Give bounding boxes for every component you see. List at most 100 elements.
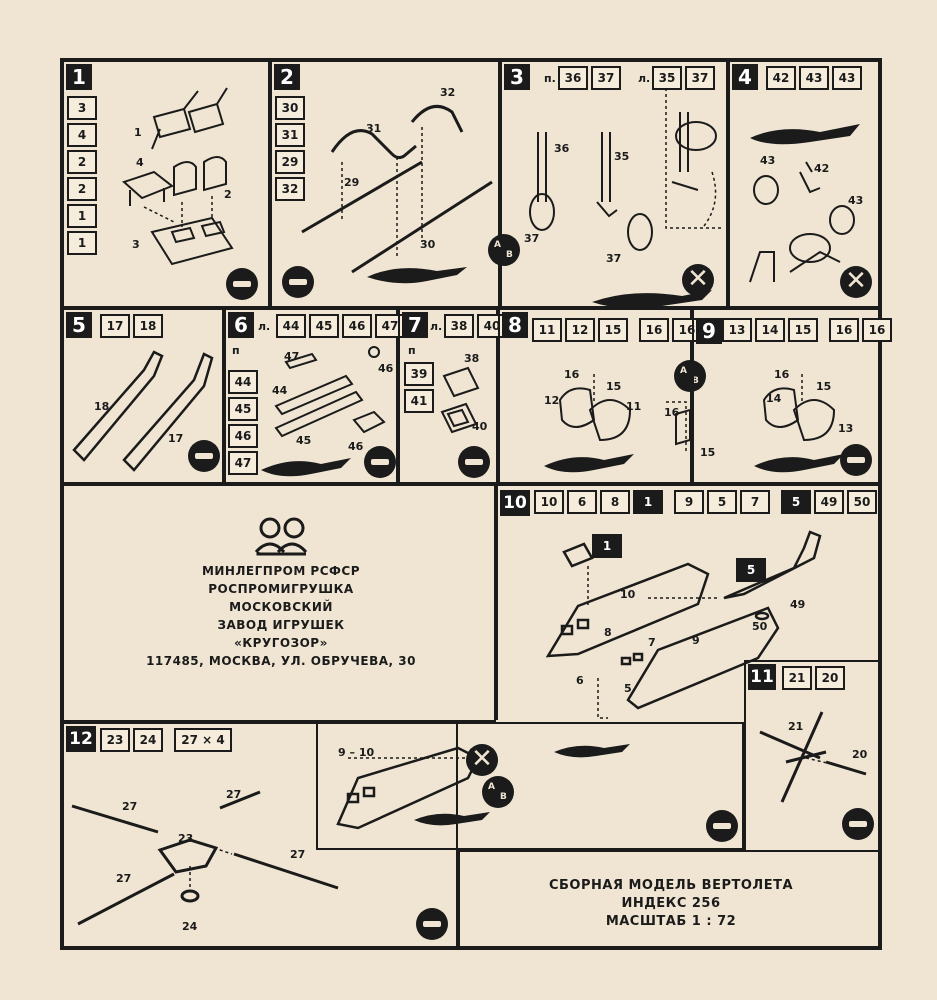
publisher-panel: МИНЛЕГПРОМ РСФСР РОСПРОМИГРУШКА МОСКОВСК… — [62, 484, 496, 722]
part-label: 27 — [290, 848, 306, 861]
part-chip: 7 — [740, 490, 770, 514]
part-chip: 27 × 4 — [174, 728, 232, 752]
part-label: 45 — [296, 434, 312, 447]
product-scale: МАСШТАБ 1 : 72 — [605, 914, 737, 929]
subassembly-label: 9 – 10 — [338, 746, 375, 759]
step-number: 1 — [66, 64, 92, 90]
publisher-line-1: МИНЛЕГПРОМ РСФСР — [201, 564, 361, 578]
children-logo-icon — [254, 517, 308, 556]
step-5-panel: 5 17 18 18 17 — [62, 308, 224, 484]
step-12-panel: 12 23 24 27 × 4 27 27 23 27 27 24 — [62, 722, 458, 948]
part-label: 37 — [606, 252, 622, 265]
part-chip: 32 — [275, 177, 305, 201]
part-label: 10 — [620, 588, 636, 601]
part-chip: 23 — [100, 728, 130, 752]
parts-row: 21 20 — [782, 666, 845, 690]
part-chip: 43 — [799, 66, 829, 90]
stop-icon — [282, 266, 314, 298]
landing-skids-drawing — [301, 104, 493, 284]
side-prefix: л. — [258, 320, 271, 333]
part-chip: 42 — [766, 66, 796, 90]
parts-row: 10 6 8 1 9 5 7 5 49 50 — [534, 490, 877, 514]
parts-row: 36 37 — [558, 66, 621, 90]
publisher-line-5: «КРУГОЗОР» — [234, 636, 328, 650]
step-3-panel: 3 п. 36 37 л. 35 37 36 35 37 37 А В — [488, 60, 728, 308]
part-chip: 2 — [67, 150, 97, 174]
part-chip: 29 — [275, 150, 305, 174]
parts-column: 30 31 29 32 — [275, 96, 305, 201]
stop-icon — [842, 808, 874, 840]
part-chip: 5 — [707, 490, 737, 514]
stop-icon — [840, 444, 872, 476]
part-chip: 1 — [67, 231, 97, 255]
part-label: 27 — [116, 872, 132, 885]
part-chip: 35 — [652, 66, 682, 90]
part-chip: 21 — [782, 666, 812, 690]
part-label: 17 — [168, 432, 184, 445]
part-chip: 20 — [815, 666, 845, 690]
part-chip: 37 — [591, 66, 621, 90]
part-chip: 24 — [133, 728, 163, 752]
parts-row: 42 43 43 — [766, 66, 862, 90]
part-label: 11 — [626, 400, 642, 413]
part-label: 44 — [272, 384, 288, 397]
variant-ab-icon: А В — [674, 360, 706, 392]
part-label: 42 — [814, 162, 830, 175]
part-chip: 8 — [600, 490, 630, 514]
step-1-panel: 1 3 4 2 2 1 1 1 4 2 3 — [62, 60, 270, 308]
part-label: 1 — [134, 126, 142, 139]
stop-icon — [458, 446, 490, 478]
part-chip: 6 — [567, 490, 597, 514]
parts-row: 35 37 — [652, 66, 715, 90]
part-chip: 43 — [832, 66, 862, 90]
step-number: 3 — [504, 64, 530, 90]
stop-icon — [226, 268, 258, 300]
parts-column: 3 4 2 2 1 1 — [67, 96, 97, 255]
step-7-panel: 7 л. 38 40 п 39 41 38 40 — [398, 308, 507, 484]
side-prefix: л. — [638, 72, 651, 85]
subassembly-chip: 5 — [781, 490, 811, 514]
step-number: 6 — [228, 312, 254, 338]
step-11-panel: 11 21 20 21 20 — [744, 660, 880, 852]
main-rotor-drawing — [71, 790, 339, 926]
x-icon: ✕ — [466, 744, 498, 776]
part-label: 36 — [554, 142, 570, 155]
part-chip: 46 — [228, 424, 258, 448]
engine-drawing — [261, 346, 386, 477]
step-number: 5 — [66, 312, 92, 338]
step-4-panel: 4 42 43 43 43 42 43 ✕ — [728, 60, 880, 308]
windows-drawing — [440, 366, 480, 434]
outer-frame — [60, 58, 882, 950]
product-title: СБОРНАЯ МОДЕЛЬ ВЕРТОЛЕТА — [548, 878, 794, 893]
part-label: 16 — [564, 368, 580, 381]
side-prefix: п — [408, 344, 416, 357]
parts-column: 39 41 — [404, 362, 434, 413]
part-chip: 15 — [788, 318, 818, 342]
part-label: 3 — [132, 238, 140, 251]
variant-b: В — [692, 376, 699, 386]
part-chip: 30 — [275, 96, 305, 120]
part-label: 43 — [760, 154, 776, 167]
variant-ab-icon: А В — [488, 234, 520, 266]
x-icon: ✕ — [682, 264, 714, 296]
subassembly-tag: 1 — [592, 534, 622, 558]
part-label: 43 — [848, 194, 864, 207]
part-label: 38 — [464, 352, 480, 365]
part-chip: 2 — [67, 177, 97, 201]
step-number: 11 — [748, 664, 776, 690]
stabilizer-drawing — [72, 350, 214, 472]
part-chip: 45 — [309, 314, 339, 338]
part-chip: 46 — [342, 314, 372, 338]
part-chip: 4 — [67, 123, 97, 147]
part-chip: 47 — [375, 314, 405, 338]
variant-b: В — [506, 250, 513, 260]
tail-wheel-drawing — [749, 124, 860, 283]
part-label: 31 — [366, 122, 382, 135]
part-chip: 15 — [598, 318, 628, 342]
subassembly-panel: 9 – 10 ✕ А В — [316, 722, 744, 850]
part-label: 7 — [648, 636, 656, 649]
part-label: 24 — [182, 920, 198, 933]
subassembly-chip: 1 — [633, 490, 663, 514]
parts-row: 17 18 — [100, 314, 163, 338]
